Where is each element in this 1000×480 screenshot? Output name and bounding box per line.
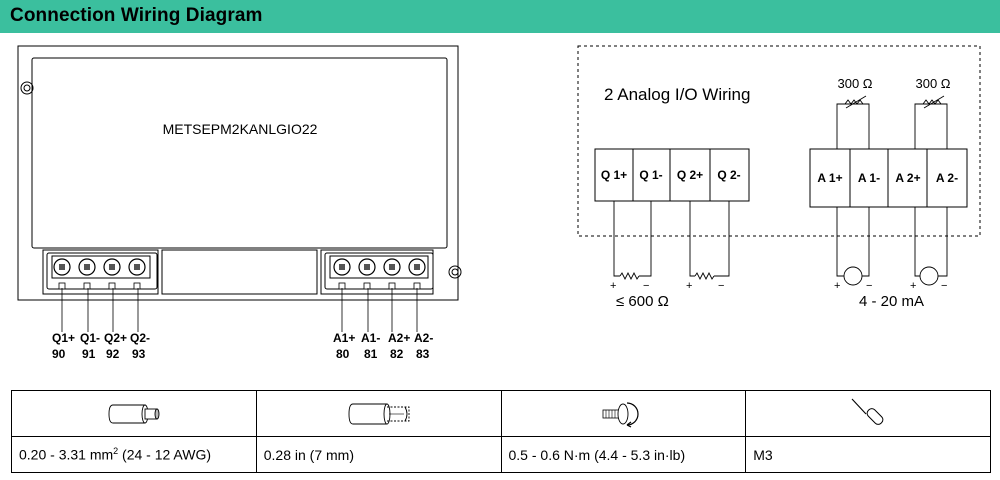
output-label: Q 2- [717, 168, 740, 182]
screw-head [364, 264, 370, 270]
input-terminal-block: A 1+ A 1- A 2+ A 2- [809, 148, 968, 208]
terminal-label: A2+ [388, 331, 410, 345]
resistor-label: 300 Ω [915, 76, 950, 91]
wiring-title: 2 Analog I/O Wiring [604, 85, 750, 104]
spec-icon-cell [745, 390, 991, 437]
screw-head [339, 264, 345, 270]
plus-sign: + [610, 280, 616, 292]
input-polarity: + − + − [834, 280, 947, 292]
terminal-label: Q1+ [52, 331, 75, 345]
superscript: 2 [113, 446, 119, 457]
input-loop-wiring [836, 207, 948, 286]
input-label: A 1+ [817, 171, 842, 185]
screwdriver-icon [851, 398, 884, 425]
terminal-number: 82 [390, 347, 404, 361]
output-terminal-block: Q 1+ Q 1- Q 2+ Q 2- [594, 148, 750, 202]
wire-stripped-icon [108, 404, 160, 423]
terminal-label: A1+ [333, 331, 355, 345]
spec-value-cell: M3 [745, 436, 991, 473]
terminal-number: 91 [82, 347, 96, 361]
device-drawing [17, 45, 462, 301]
output-label: Q 1- [639, 168, 662, 182]
screw-size-value: M3 [753, 446, 773, 463]
terminal-pin [363, 282, 371, 290]
right-screw-terminals [333, 258, 426, 290]
terminal-leaders [61, 288, 418, 332]
terminal-pin [83, 282, 91, 290]
spec-icon-cell [255, 390, 502, 437]
minus-sign: − [941, 280, 947, 292]
left-screw-terminals [53, 258, 146, 290]
page-title: Connection Wiring Diagram [10, 5, 263, 26]
output-label: Q 2+ [677, 168, 703, 182]
screw-head [389, 264, 395, 270]
screw-head [134, 264, 140, 270]
terminal-label: Q2- [130, 331, 150, 345]
screw-head [59, 264, 65, 270]
value-row: 0.20 - 3.31 mm2 (24 - 12 AWG) 0.28 in (7… [11, 436, 991, 473]
terminal-label: A1- [361, 331, 380, 345]
icon-row [11, 390, 991, 437]
spec-value-cell: 0.28 in (7 mm) [255, 436, 502, 473]
torque-value: 0.5 - 0.6 N·m (4.4 - 5.3 in·lb) [508, 446, 686, 463]
right-connector [324, 252, 434, 290]
spec-table: 0.20 - 3.31 mm2 (24 - 12 AWG) 0.28 in (7… [11, 390, 991, 473]
terminal-pin [133, 282, 141, 290]
left-connector [46, 252, 158, 290]
wire-size-awg: (24 - 12 AWG) [118, 446, 212, 463]
left-terminal-labels: Q1+ 90 Q1- 91 Q2+ 92 Q2- 93 [52, 331, 150, 361]
terminal-pin [108, 282, 116, 290]
terminal-label: Q2+ [104, 331, 127, 345]
input-label: A 2+ [895, 171, 920, 185]
terminal-label: Q1- [80, 331, 100, 345]
minus-sign: − [643, 280, 649, 292]
minus-sign: − [718, 280, 724, 292]
wiring-frame [577, 45, 981, 237]
screw-head [84, 264, 90, 270]
input-resistors [836, 95, 948, 149]
input-label: A 1- [858, 171, 880, 185]
output-load-wiring [613, 201, 730, 281]
current-label: 4 - 20 mA [859, 293, 924, 310]
device-model: METSEPM2KANLGIO22 [163, 121, 318, 137]
plus-sign: + [834, 280, 840, 292]
resistor-label: 300 Ω [837, 76, 872, 91]
spec-value-cell: 0.5 - 0.6 N·m (4.4 - 5.3 in·lb) [500, 436, 747, 473]
load-label: ≤ 600 Ω [616, 293, 669, 310]
strip-length-value: 0.28 in (7 mm) [263, 446, 354, 463]
plus-sign: + [910, 280, 916, 292]
wire-strip-length-icon [348, 403, 410, 424]
terminal-number: 90 [52, 347, 66, 361]
terminal-number: 93 [132, 347, 146, 361]
screw-head [109, 264, 115, 270]
terminal-number: 83 [416, 347, 430, 361]
wiring-diagram: METSEPM2KANLGIO22 Q1+ 90 Q1- 91 Q2+ 92 Q… [17, 45, 981, 361]
output-polarity: + − + − [610, 280, 724, 292]
minus-sign: − [866, 280, 872, 292]
screw-torque-icon [602, 401, 639, 428]
spec-icon-cell [500, 390, 747, 437]
screw-head [414, 264, 420, 270]
wire-size-value: 0.20 - 3.31 mm [19, 446, 114, 463]
spec-value-cell: 0.20 - 3.31 mm2 (24 - 12 AWG) [11, 436, 257, 473]
plus-sign: + [686, 280, 692, 292]
terminal-number: 80 [336, 347, 350, 361]
terminal-number: 81 [364, 347, 378, 361]
header-bar: Connection Wiring Diagram [0, 0, 1000, 33]
right-terminal-labels: A1+ 80 A1- 81 A2+ 82 A2- 83 [333, 331, 433, 361]
input-label: A 2- [936, 171, 958, 185]
terminal-number: 92 [106, 347, 120, 361]
spec-icon-cell [11, 390, 257, 437]
terminal-label: A2- [414, 331, 433, 345]
output-label: Q 1+ [601, 168, 627, 182]
